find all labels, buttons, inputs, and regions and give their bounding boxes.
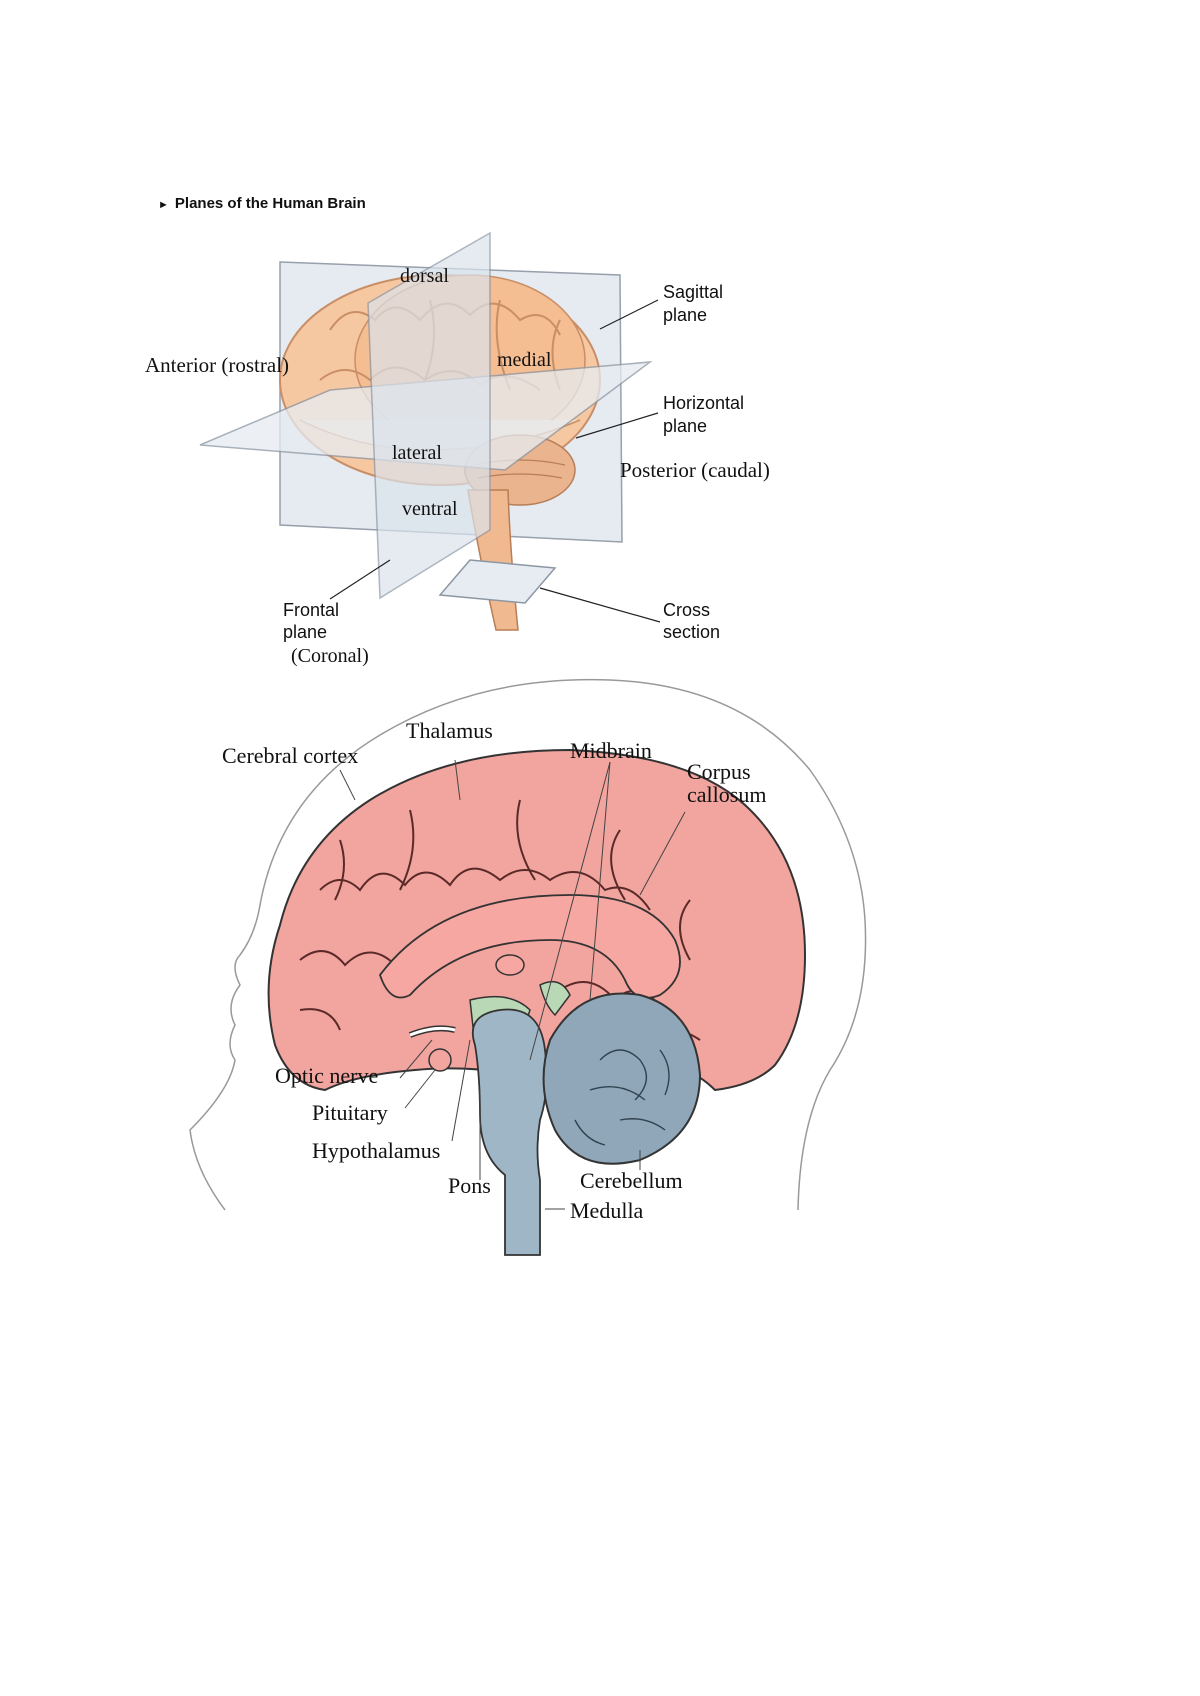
cross-section-plane bbox=[438, 559, 557, 604]
label-pituitary: Pituitary bbox=[312, 1100, 388, 1125]
label-midbrain: Midbrain bbox=[570, 738, 652, 763]
label-frontal-1: Frontal bbox=[283, 600, 339, 620]
label-anterior: Anterior (rostral) bbox=[145, 353, 289, 377]
label-sagittal-1: Sagittal bbox=[663, 282, 723, 302]
cerebellum-shape bbox=[542, 992, 702, 1165]
corpus-callosum-shape bbox=[378, 894, 681, 999]
head-outline bbox=[189, 678, 867, 1211]
pituitary-shape bbox=[428, 1048, 452, 1072]
label-cross-2: section bbox=[663, 622, 720, 642]
label-sagittal-2: plane bbox=[663, 305, 707, 325]
label-thalamus: Thalamus bbox=[406, 718, 493, 743]
figure-title-text: Planes of the Human Brain bbox=[174, 195, 366, 212]
bullet-triangle-icon: ► bbox=[158, 199, 169, 211]
label-optic-nerve: Optic nerve bbox=[275, 1063, 378, 1088]
label-horizontal-1: Horizontal bbox=[663, 393, 744, 413]
figure-title: ► Planes of the Human Brain bbox=[158, 195, 366, 212]
label-medulla: Medulla bbox=[570, 1198, 644, 1223]
brainstem-shape bbox=[471, 1008, 548, 1256]
planes-leader-lines bbox=[329, 299, 661, 623]
label-hypothalamus: Hypothalamus bbox=[312, 1138, 440, 1163]
midsagittal-diagram: Thalamus Cerebral cortex Midbrain Corpus… bbox=[189, 678, 867, 1256]
label-ventral: ventral bbox=[402, 498, 458, 520]
label-medial: medial bbox=[497, 349, 552, 371]
frontal-plane bbox=[367, 231, 491, 600]
label-dorsal: dorsal bbox=[400, 265, 449, 287]
section-leader-lines bbox=[339, 759, 686, 1210]
label-frontal-2: plane bbox=[283, 622, 327, 642]
label-cerebellum: Cerebellum bbox=[580, 1168, 683, 1193]
label-cerebral-cortex: Cerebral cortex bbox=[222, 743, 358, 768]
label-frontal-3: (Coronal) bbox=[291, 645, 369, 667]
label-corpus-callosum-2: callosum bbox=[687, 782, 766, 807]
label-horizontal-2: plane bbox=[663, 416, 707, 436]
label-lateral: lateral bbox=[392, 442, 442, 464]
label-corpus-callosum-1: Corpus bbox=[687, 759, 751, 784]
label-posterior: Posterior (caudal) bbox=[620, 458, 770, 482]
label-pons: Pons bbox=[448, 1173, 491, 1198]
label-cross-1: Cross bbox=[663, 600, 710, 620]
